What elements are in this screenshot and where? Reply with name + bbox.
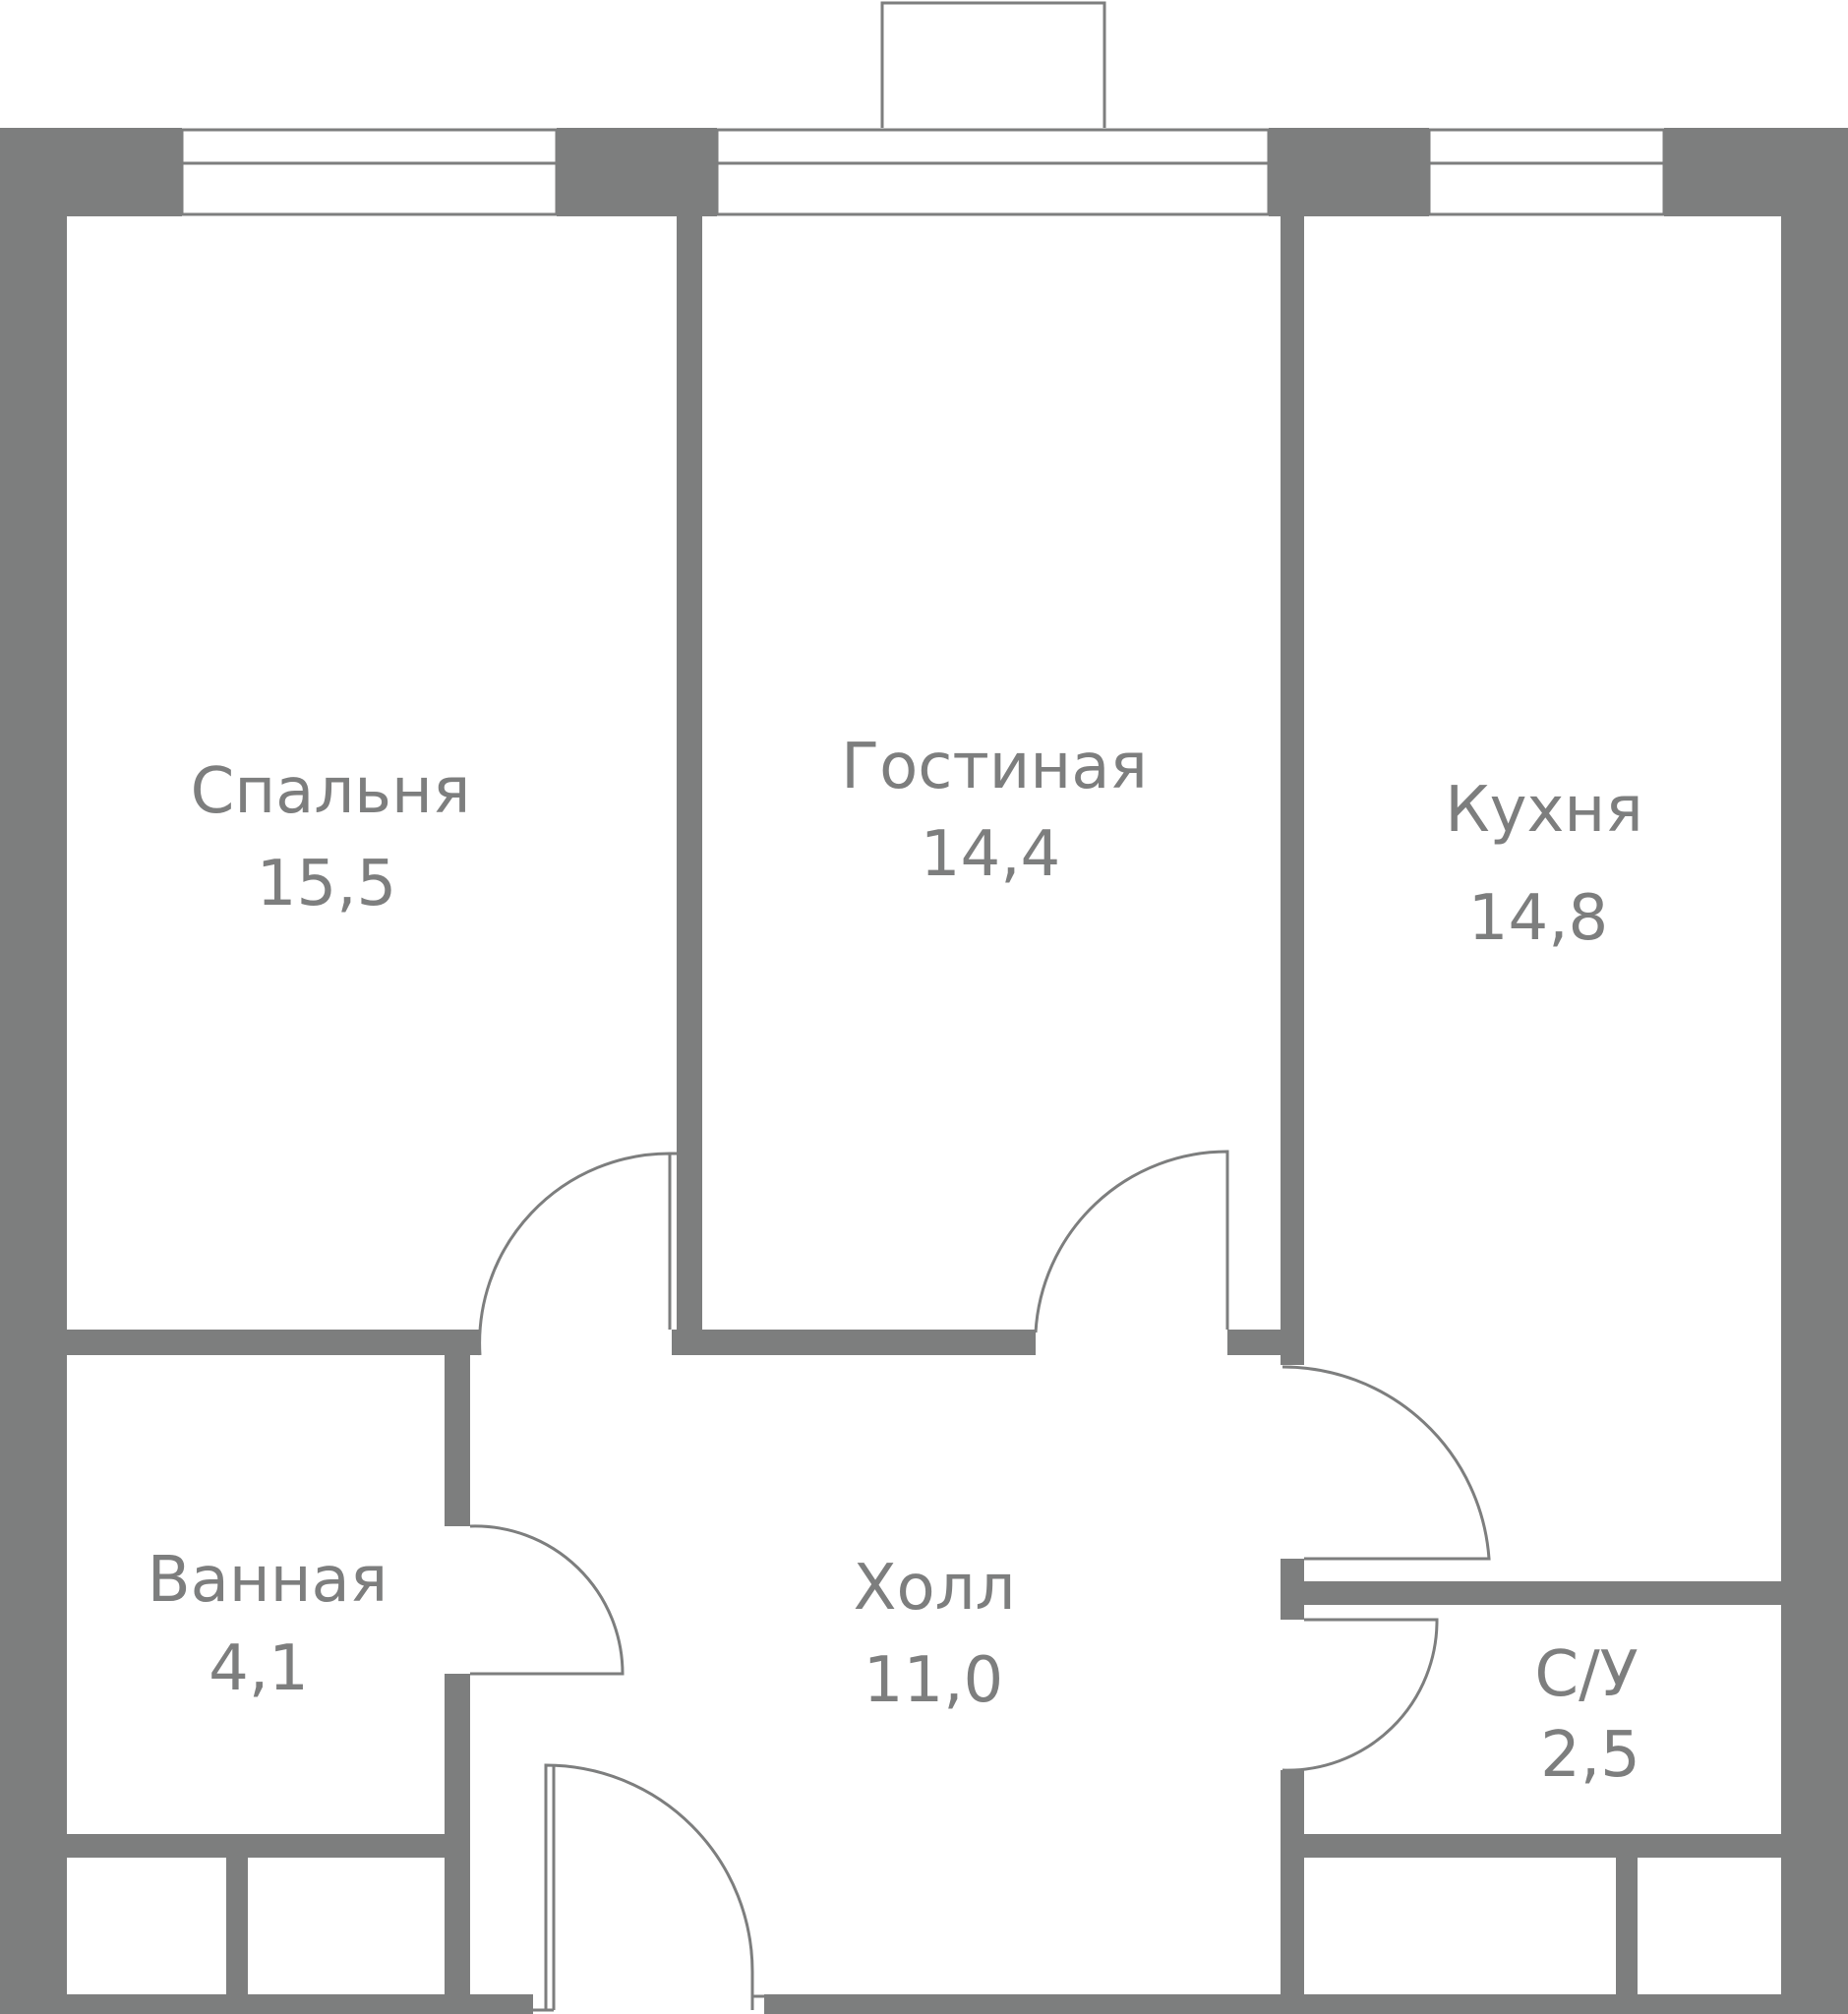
- room-area-living: 14,4: [921, 818, 1061, 891]
- bedroom-door: [478, 1152, 672, 1356]
- room-area-kitchen: 14,8: [1468, 882, 1609, 955]
- living-door: [1034, 1150, 1229, 1333]
- room-name-bathroom: Ванная: [148, 1544, 388, 1617]
- room-name-bedroom: Спальня: [191, 755, 471, 828]
- room-name-kitchen: Кухня: [1445, 774, 1643, 847]
- interior-walls: [67, 216, 1781, 1994]
- windows: [180, 128, 1666, 216]
- entrance-door: [544, 1763, 754, 2010]
- room-area-bedroom: 15,5: [257, 848, 397, 920]
- bathroom-door: [469, 1524, 625, 1676]
- room-name-hall: Холл: [854, 1552, 1016, 1625]
- room-area-bathroom: 4,1: [209, 1632, 309, 1705]
- kitchen-door: [1282, 1365, 1491, 1561]
- balcony: [880, 1, 1106, 128]
- wc-door: [1282, 1618, 1439, 1772]
- room-labels: Спальня 15,5 Гостиная 14,4 Кухня 14,8 Ва…: [148, 731, 1643, 1792]
- room-name-wc: С/У: [1534, 1638, 1638, 1711]
- doors: [469, 1150, 1491, 2012]
- outer-walls: [0, 128, 1848, 2014]
- room-area-hall: 11,0: [864, 1644, 1004, 1717]
- room-area-wc: 2,5: [1540, 1719, 1640, 1792]
- room-name-living: Гостиная: [841, 731, 1148, 803]
